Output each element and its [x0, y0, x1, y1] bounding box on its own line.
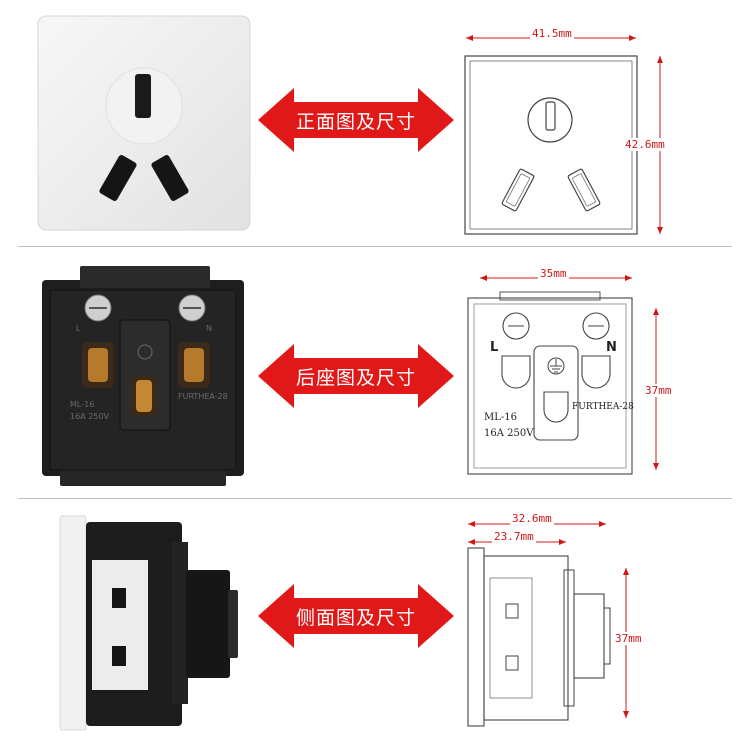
- front-height-dimension: 42.6mm: [624, 138, 666, 151]
- photo-terminal-l: L: [76, 324, 81, 333]
- front-dimension-drawing: 41.5mm 42.6mm: [460, 22, 670, 240]
- side-label-arrow: 侧面图及尺寸: [258, 584, 454, 648]
- front-socket-photo: [36, 14, 252, 232]
- side-height-dimension: 37mm: [614, 632, 643, 645]
- divider-1: [18, 246, 732, 247]
- back-model-label: ML-16: [484, 412, 517, 423]
- double-arrow-icon: [258, 88, 454, 152]
- photo-model-label: ML-16: [70, 400, 95, 409]
- back-brand-label: FURTHEA-28: [572, 402, 634, 412]
- back-view-row: L N ML-16 16A 250V FURTHEA-28 后座图及尺寸: [0, 252, 750, 492]
- double-arrow-icon: [258, 344, 454, 408]
- back-view-label: 后座图及尺寸: [295, 366, 416, 389]
- photo-terminal-n: N: [206, 324, 212, 333]
- front-width-dimension: 41.5mm: [530, 27, 574, 40]
- back-socket-photo: L N ML-16 16A 250V FURTHEA-28: [40, 266, 246, 488]
- back-terminal-l: L: [490, 340, 499, 355]
- photo-rating-label: 16A 250V: [70, 412, 109, 421]
- front-label-arrow: 正面图及尺寸: [258, 88, 454, 152]
- front-view-row: 正面图及尺寸 41.5mm 42.6mm: [0, 0, 750, 240]
- back-terminal-n: N: [606, 340, 617, 355]
- back-height-dimension: 37mm: [644, 384, 673, 397]
- back-width-dimension: 35mm: [538, 267, 569, 280]
- ground-icon: [547, 357, 565, 375]
- back-dimension-drawing: L N ML-16 16A 250V FURTHEA-28 35mm 37mm: [460, 264, 673, 482]
- divider-2: [18, 498, 732, 499]
- side-view-row: 侧面图及尺寸 32.6mm 23.7mm 37mm: [0, 504, 750, 744]
- front-view-label: 正面图及尺寸: [295, 110, 416, 133]
- double-arrow-icon: [258, 584, 454, 648]
- side-total-width-dimension: 32.6mm: [510, 512, 554, 525]
- photo-brand-label: FURTHEA-28: [178, 392, 228, 401]
- side-view-label: 侧面图及尺寸: [295, 606, 416, 629]
- side-socket-photo: [56, 514, 252, 736]
- back-rating-label: 16A 250V: [484, 428, 534, 439]
- side-body-width-dimension: 23.7mm: [492, 530, 536, 543]
- side-dimension-drawing: 32.6mm 23.7mm 37mm: [460, 508, 670, 730]
- back-label-arrow: 后座图及尺寸: [258, 344, 454, 408]
